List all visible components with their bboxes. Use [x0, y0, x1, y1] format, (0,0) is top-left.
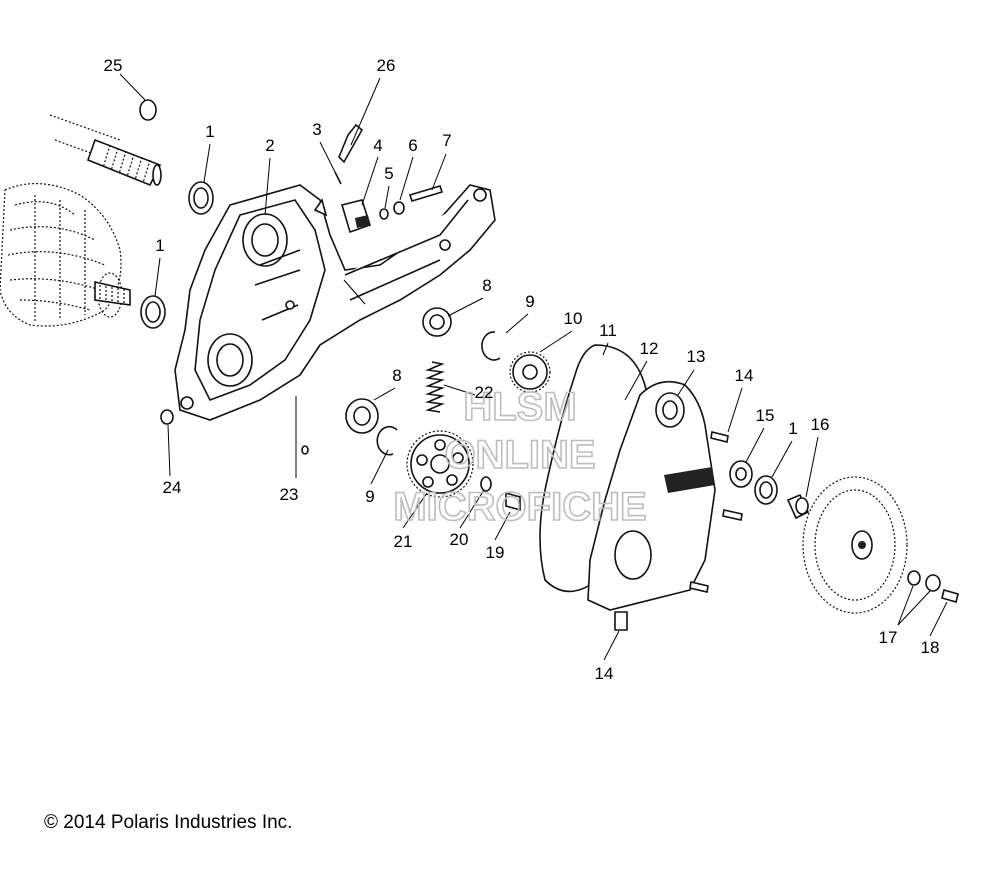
callout-11: 11	[599, 321, 617, 340]
watermark-line-1: HLSM	[463, 385, 576, 429]
bolt	[941, 589, 959, 603]
callout-8: 8	[392, 366, 401, 385]
washer	[925, 574, 941, 592]
callout-4: 4	[373, 136, 382, 155]
callout-22: 22	[475, 383, 494, 402]
seal	[188, 181, 214, 215]
chaincase-cover	[587, 380, 716, 611]
callout-21: 21	[394, 532, 413, 551]
drain-plug	[160, 409, 174, 425]
callout-14: 14	[595, 664, 614, 683]
driven-sprocket	[406, 430, 474, 498]
watermark: HLSM ONLINE MICROFICHE	[393, 384, 648, 530]
callout-9: 9	[365, 487, 374, 506]
rod	[338, 123, 364, 164]
watermark-line-3: MICROFICHE	[393, 485, 646, 529]
callout-14: 14	[735, 366, 754, 385]
bolt	[505, 491, 521, 512]
drive-sprocket	[509, 351, 551, 393]
callout-26: 26	[377, 56, 396, 75]
engine-housing-dotted	[0, 182, 131, 327]
o-ring	[139, 99, 157, 121]
callout-1: 1	[788, 419, 797, 438]
bolt	[710, 431, 729, 443]
bearing	[729, 460, 753, 488]
bolt	[722, 509, 743, 521]
callout-12: 12	[640, 339, 659, 358]
callout-6: 6	[408, 136, 417, 155]
callout-20: 20	[450, 530, 469, 549]
callout-13: 13	[687, 347, 706, 366]
callout-3: 3	[312, 120, 321, 139]
seal	[140, 295, 166, 329]
snap-ring	[481, 331, 501, 361]
callout-1: 1	[205, 122, 214, 141]
bolt	[614, 611, 628, 631]
bearing	[422, 307, 452, 337]
callout-23: 23	[280, 485, 299, 504]
snap-ring	[376, 425, 398, 456]
plug	[301, 445, 309, 455]
washer	[379, 208, 389, 220]
washer	[480, 476, 492, 492]
callout-1: 1	[155, 236, 164, 255]
watermark-line-2: ONLINE	[444, 433, 595, 477]
callout-15: 15	[756, 406, 775, 425]
seal	[754, 475, 778, 505]
callout-18: 18	[921, 638, 940, 657]
callout-9: 9	[525, 292, 534, 311]
callout-19: 19	[486, 543, 505, 562]
brake-disc	[802, 476, 908, 614]
callout-17: 17	[879, 628, 898, 647]
inner-chaincase-housing	[174, 184, 496, 421]
callout-16: 16	[811, 415, 830, 434]
chain-tensioner	[340, 199, 371, 234]
bearing	[345, 398, 379, 434]
nut	[393, 201, 405, 215]
drive-shaft	[49, 114, 162, 187]
callout-5: 5	[384, 164, 393, 183]
callout-10: 10	[564, 309, 583, 328]
bolt	[689, 581, 709, 593]
callout-7: 7	[442, 131, 451, 150]
bolt	[408, 185, 444, 202]
callout-8: 8	[482, 276, 491, 295]
spring	[425, 361, 445, 413]
collar	[786, 493, 810, 520]
leader-lines	[119, 73, 948, 661]
callout-25: 25	[104, 56, 123, 75]
copyright-notice: © 2014 Polaris Industries Inc.	[44, 812, 293, 833]
washer	[907, 570, 921, 586]
callout-2: 2	[265, 136, 274, 155]
callout-24: 24	[163, 478, 182, 497]
pin	[334, 171, 342, 185]
